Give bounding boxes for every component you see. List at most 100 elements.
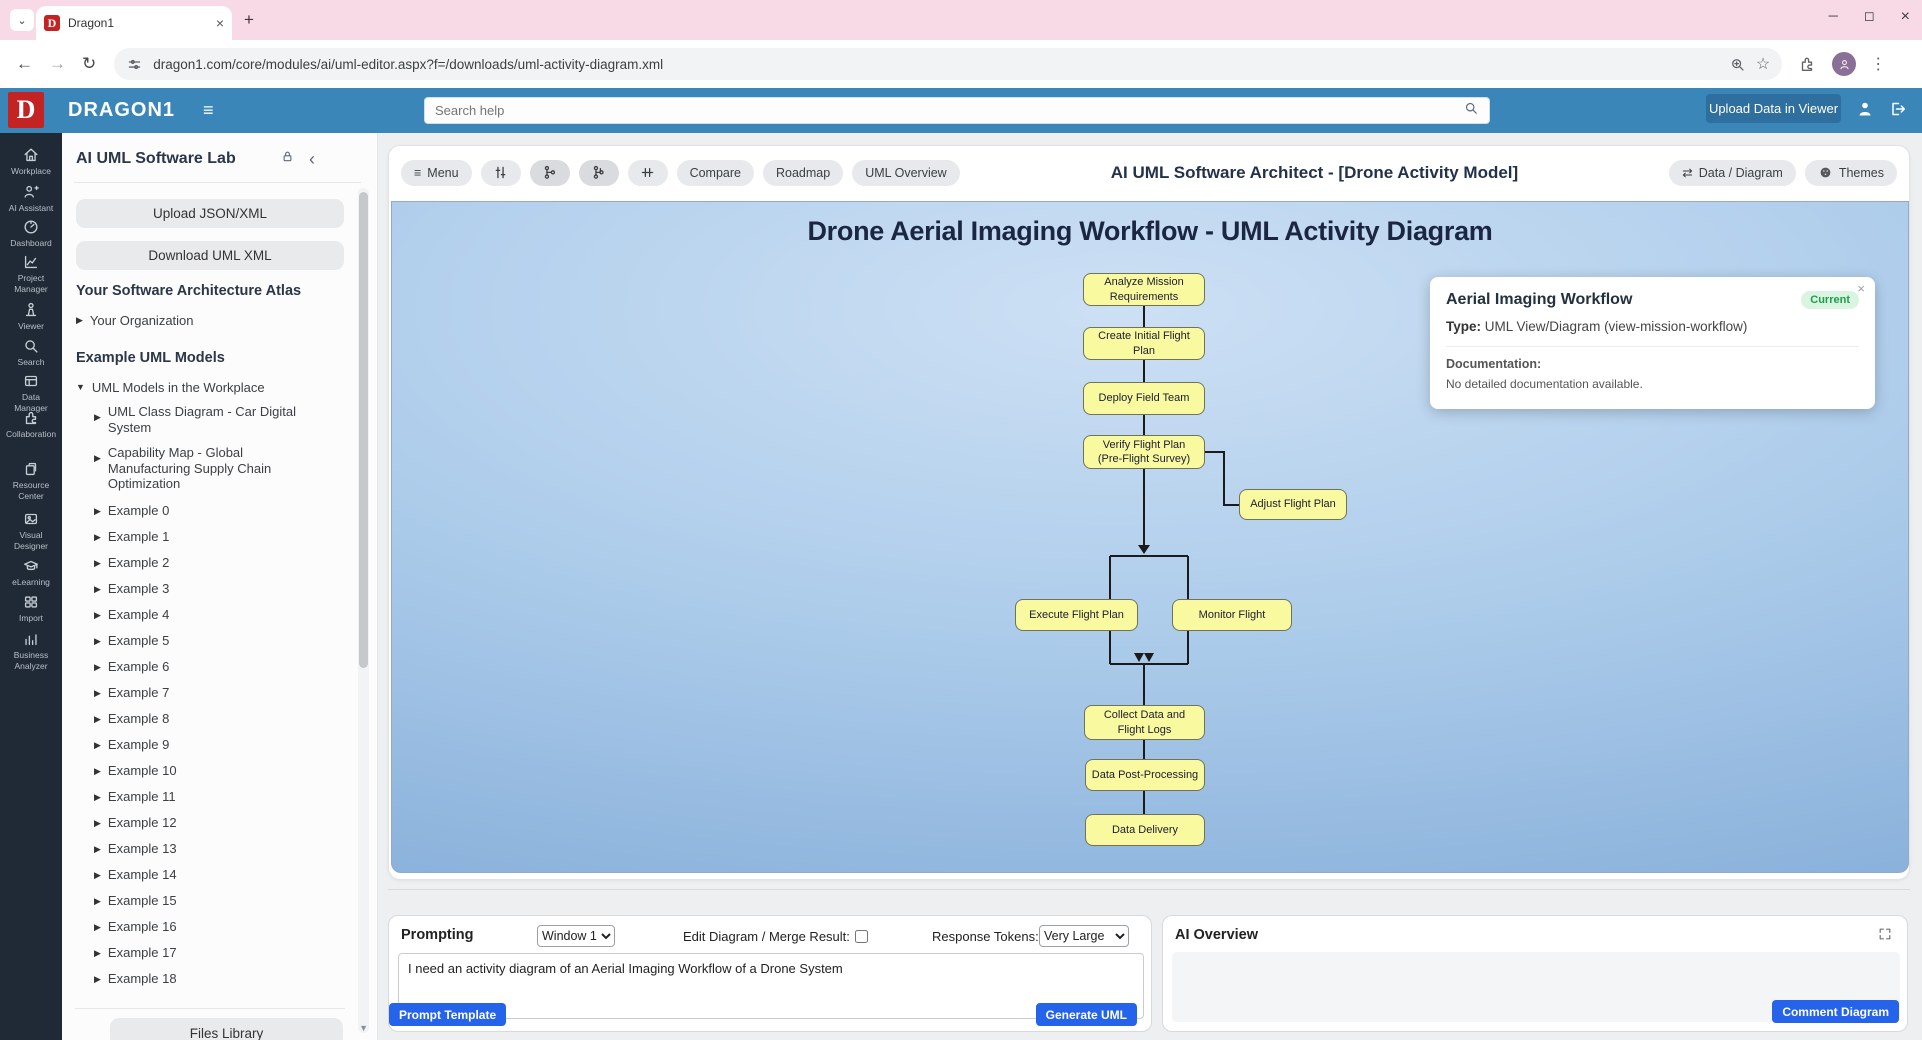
distribute-icon-button[interactable]: [628, 160, 668, 186]
tree-item-example-7[interactable]: ▶Example 7: [94, 679, 361, 705]
reload-icon[interactable]: ↻: [82, 54, 96, 74]
tree-item-example-3[interactable]: ▶Example 3: [94, 575, 361, 601]
sidebar-item-data-manager[interactable]: DataManager: [0, 372, 62, 413]
browser-tab[interactable]: D Dragon1 ×: [36, 6, 232, 40]
activity-node[interactable]: Analyze Mission Requirements: [1083, 273, 1205, 306]
bookmark-star-icon[interactable]: ☆: [1756, 54, 1770, 74]
tree-arrow-icon[interactable]: ▶: [94, 504, 101, 517]
site-settings-icon[interactable]: [126, 56, 143, 73]
tree-item-example-6[interactable]: ▶Example 6: [94, 653, 361, 679]
sidebar-item-ai-assistant[interactable]: AI Assistant: [0, 183, 62, 214]
download-uml-xml-button[interactable]: Download UML XML: [76, 241, 344, 270]
tree-item-uml-models-workplace[interactable]: ▼ UML Models in the Workplace: [76, 380, 361, 395]
search-icon[interactable]: [1463, 100, 1479, 121]
upload-json-xml-button[interactable]: Upload JSON/XML: [76, 199, 344, 228]
activity-node[interactable]: Adjust Flight Plan: [1239, 489, 1347, 520]
new-tab-button[interactable]: +: [244, 10, 254, 30]
tree-item-your-organization[interactable]: ▶ Your Organization: [76, 313, 361, 328]
tree-arrow-icon[interactable]: ▶: [94, 894, 101, 907]
activity-node[interactable]: Data Delivery: [1085, 814, 1205, 846]
tree-item-example-9[interactable]: ▶Example 9: [94, 731, 361, 757]
align-vertical-icon-button[interactable]: [481, 160, 521, 186]
tree-item-example-16[interactable]: ▶Example 16: [94, 913, 361, 939]
tree-item-model[interactable]: ▶UML Class Diagram - Car Digital System: [94, 404, 361, 436]
tree-arrow-icon[interactable]: ▶: [94, 556, 101, 569]
comment-diagram-button[interactable]: Comment Diagram: [1772, 1000, 1899, 1023]
tree-arrow-icon[interactable]: ▶: [94, 660, 101, 673]
back-icon[interactable]: ←: [16, 54, 33, 74]
tree-arrow-icon[interactable]: ▶: [94, 712, 101, 725]
sidebar-item-project-manager[interactable]: ProjectManager: [0, 253, 62, 294]
edit-merge-checkbox[interactable]: [855, 930, 868, 943]
upload-data-viewer-button[interactable]: Upload Data in Viewer: [1706, 94, 1841, 123]
window-maximize-icon[interactable]: ◻: [1864, 8, 1875, 26]
data-diagram-toggle-button[interactable]: ⇄ Data / Diagram: [1669, 160, 1796, 186]
sidebar-item-resource-center[interactable]: ResourceCenter: [0, 460, 62, 501]
forward-icon[interactable]: →: [49, 54, 66, 74]
tab-close-icon[interactable]: ×: [216, 15, 224, 31]
tree-item-model[interactable]: ▶Capability Map - Global Manufacturing S…: [94, 445, 361, 493]
scrollbar-thumb[interactable]: [359, 192, 368, 668]
lock-icon[interactable]: [280, 149, 295, 169]
activity-node[interactable]: Deploy Field Team: [1083, 382, 1205, 415]
tree-arrow-icon[interactable]: ▶: [94, 686, 101, 699]
sidebar-item-collaboration[interactable]: Collaboration: [0, 409, 62, 440]
tree-arrow-icon[interactable]: ▶: [94, 445, 101, 493]
help-search-input[interactable]: [435, 103, 1463, 118]
tree-arrow-icon[interactable]: ▶: [94, 868, 101, 881]
activity-node[interactable]: Collect Data and Flight Logs: [1084, 705, 1205, 740]
activity-node[interactable]: Verify Flight Plan (Pre-Flight Survey): [1083, 435, 1205, 469]
address-bar[interactable]: dragon1.com/core/modules/ai/uml-editor.a…: [114, 48, 1782, 80]
expand-icon[interactable]: [1877, 926, 1893, 947]
prompt-textarea[interactable]: I need an activity diagram of an Aerial …: [398, 953, 1144, 1019]
tree-item-example-10[interactable]: ▶Example 10: [94, 757, 361, 783]
generate-uml-button[interactable]: Generate UML: [1036, 1003, 1137, 1026]
sidebar-item-elearning[interactable]: eLearning: [0, 557, 62, 588]
tree-item-example-12[interactable]: ▶Example 12: [94, 809, 361, 835]
tree-item-example-8[interactable]: ▶Example 8: [94, 705, 361, 731]
menu-button[interactable]: ≡ Menu: [401, 160, 472, 186]
tree-arrow-icon[interactable]: ▶: [76, 313, 83, 326]
sidebar-item-workplace[interactable]: Workplace: [0, 146, 62, 177]
response-tokens-select[interactable]: Very Large: [1039, 925, 1129, 947]
hierarchy-layout-icon-button[interactable]: [530, 160, 570, 186]
sidebar-item-search[interactable]: Search: [0, 337, 62, 368]
logout-icon[interactable]: [1887, 99, 1907, 124]
tree-arrow-icon[interactable]: ▼: [76, 380, 85, 392]
tree-arrow-icon[interactable]: ▶: [94, 920, 101, 933]
compare-button[interactable]: Compare: [677, 160, 754, 186]
sidebar-item-visual-designer[interactable]: VisualDesigner: [0, 510, 62, 551]
window-close-icon[interactable]: ×: [1901, 8, 1910, 26]
diagram-canvas[interactable]: Drone Aerial Imaging Workflow - UML Acti…: [391, 201, 1909, 873]
window-minimize-icon[interactable]: ─: [1829, 8, 1838, 26]
help-search[interactable]: [424, 97, 1490, 124]
collapse-panel-icon[interactable]: ‹: [309, 150, 315, 168]
tab-search-button[interactable]: ⌄: [10, 9, 34, 31]
tree-arrow-icon[interactable]: ▶: [94, 764, 101, 777]
profile-avatar[interactable]: [1832, 52, 1856, 76]
tree-item-example-5[interactable]: ▶Example 5: [94, 627, 361, 653]
uml-overview-button[interactable]: UML Overview: [852, 160, 960, 186]
dragon1-logo[interactable]: D: [8, 92, 44, 128]
tree-arrow-icon[interactable]: ▶: [94, 608, 101, 621]
tree-item-example-0[interactable]: ▶Example 0: [94, 497, 361, 523]
tree-item-example-13[interactable]: ▶Example 13: [94, 835, 361, 861]
tree-item-example-1[interactable]: ▶Example 1: [94, 523, 361, 549]
sidebar-item-dashboard[interactable]: Dashboard: [0, 218, 62, 249]
tree-arrow-icon[interactable]: ▶: [94, 790, 101, 803]
zoom-icon[interactable]: [1729, 56, 1746, 73]
window-select[interactable]: Window 1: [537, 925, 615, 947]
tree-arrow-icon[interactable]: ▶: [94, 404, 101, 436]
activity-node[interactable]: Execute Flight Plan: [1015, 599, 1138, 631]
browser-menu-kebab-icon[interactable]: ⋮: [1870, 54, 1886, 74]
tree-arrow-icon[interactable]: ▶: [94, 972, 101, 985]
tree-item-example-2[interactable]: ▶Example 2: [94, 549, 361, 575]
sidebar-item-import[interactable]: Import: [0, 593, 62, 624]
scroll-down-icon[interactable]: ▼: [359, 1023, 368, 1033]
tree-arrow-icon[interactable]: ▶: [94, 634, 101, 647]
tree-arrow-icon[interactable]: ▶: [94, 530, 101, 543]
panel-scrollbar[interactable]: [358, 188, 369, 1033]
app-menu-icon[interactable]: ≡: [203, 100, 214, 121]
activity-node[interactable]: Create Initial Flight Plan: [1083, 327, 1205, 360]
tree-item-example-4[interactable]: ▶Example 4: [94, 601, 361, 627]
